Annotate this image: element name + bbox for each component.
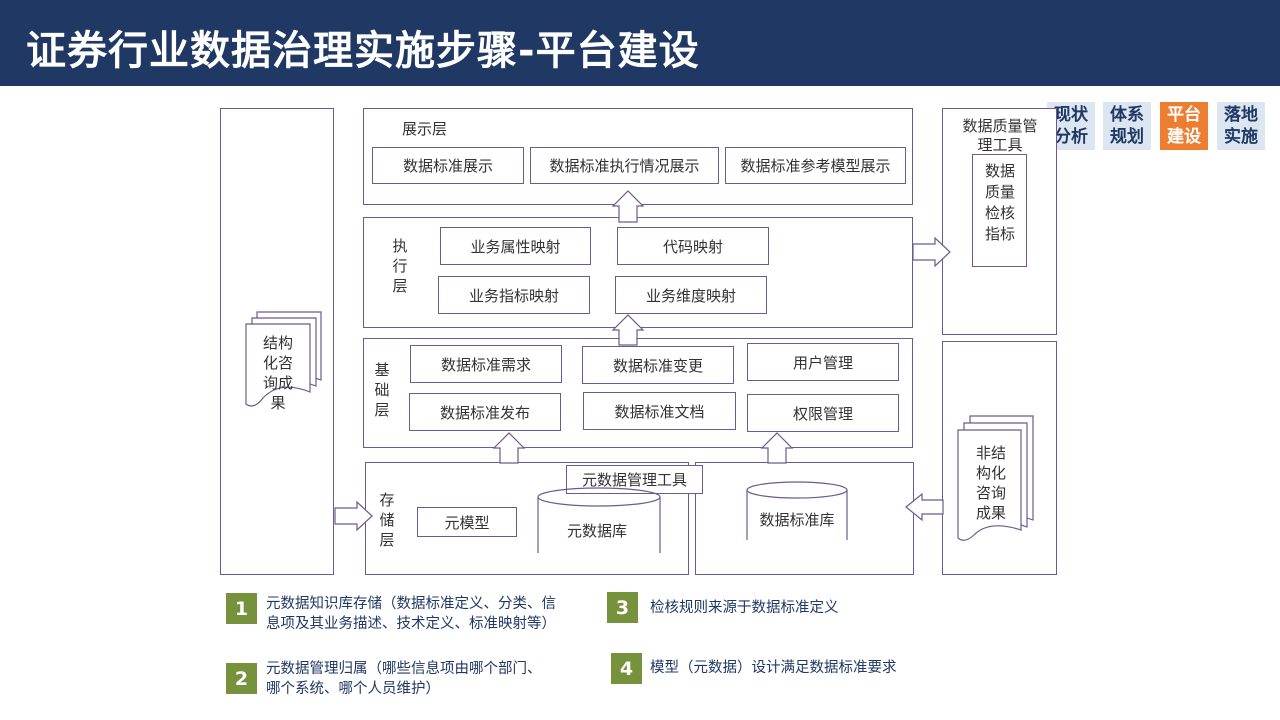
arrow-left-unstructured-storage xyxy=(905,492,944,522)
standard-db-panel xyxy=(695,462,914,575)
note-badge: 1 xyxy=(226,593,257,624)
base-item: 数据标准变更 xyxy=(582,346,734,384)
quality-indicator-box xyxy=(972,154,1027,267)
nav-step-platform-construction[interactable]: 平台 建设 xyxy=(1160,102,1208,150)
nav-label-line2: 建设 xyxy=(1167,127,1201,147)
nav-label-line1: 现状 xyxy=(1054,105,1088,125)
base-item: 权限管理 xyxy=(747,394,899,432)
nav-step-implementation[interactable]: 落地 实施 xyxy=(1217,102,1265,150)
nav-label-line1: 落地 xyxy=(1224,105,1258,125)
base-item: 数据标准发布 xyxy=(409,393,561,431)
exec-item: 业务维度映射 xyxy=(615,276,767,314)
nav-label-line1: 平台 xyxy=(1167,105,1201,125)
standard-db-label: 数据标准库 xyxy=(759,511,835,529)
note-line: 元数据管理归属（哪些信息项由哪个部门、 xyxy=(266,661,542,677)
note-line: 息项及其业务描述、技术定义、标准映射等） xyxy=(266,616,556,632)
quality-tool-label: 数据质量管理工具 xyxy=(962,117,1038,154)
title-bar: 证券行业数据治理实施步骤-平台建设 xyxy=(0,0,1280,86)
meta-model-box: 元模型 xyxy=(417,507,517,537)
exec-item: 代码映射 xyxy=(617,227,769,265)
structured-document-icon xyxy=(245,311,322,407)
quality-indicator-label: 数据质量检核指标 xyxy=(984,162,1015,243)
base-item: 用户管理 xyxy=(747,343,899,381)
std-db-cylinder xyxy=(746,481,848,540)
nav-label-line1: 体系 xyxy=(1110,105,1144,125)
display-layer-label: 展示层 xyxy=(402,120,448,138)
exec-layer-label: 执行层 xyxy=(392,237,408,295)
storage-layer-label: 存储层 xyxy=(379,491,395,549)
nav-label-line2: 分析 xyxy=(1054,127,1088,147)
unstructured-results-label: 非结构化咨询成果 xyxy=(975,444,1006,522)
meta-db-cylinder xyxy=(537,487,661,553)
display-item: 数据标准展示 xyxy=(372,147,524,184)
nav-label-line2: 规划 xyxy=(1110,127,1144,147)
exec-item: 业务指标映射 xyxy=(438,276,590,314)
note-line: 元数据知识库存储（数据标准定义、分类、信 xyxy=(266,596,556,612)
display-item: 数据标准执行情况展示 xyxy=(530,147,719,184)
note-text: 元数据管理归属（哪些信息项由哪个部门、 哪个系统、哪个人员维护） xyxy=(266,659,542,699)
exec-item: 业务属性映射 xyxy=(440,227,591,265)
structured-results-label: 结构化咨询成果 xyxy=(262,334,293,412)
arrow-up-base-exec xyxy=(611,314,645,346)
arrow-up-storage-base-left xyxy=(492,432,526,464)
note-line: 哪个系统、哪个人员维护） xyxy=(266,681,440,697)
unstructured-document-icon xyxy=(957,415,1034,541)
meta-db-label: 元数据库 xyxy=(567,522,628,540)
note-badge: 4 xyxy=(611,653,642,684)
page-title: 证券行业数据治理实施步骤-平台建设 xyxy=(26,28,700,74)
nav-label-line2: 实施 xyxy=(1224,127,1258,147)
note-badge: 2 xyxy=(226,663,257,694)
base-item: 数据标准文档 xyxy=(583,392,736,430)
note-text: 元数据知识库存储（数据标准定义、分类、信 息项及其业务描述、技术定义、标准映射等… xyxy=(266,594,556,634)
arrow-up-exec-display xyxy=(611,190,645,223)
note-badge: 3 xyxy=(607,592,638,623)
base-item: 数据标准需求 xyxy=(410,345,562,383)
arrow-right-structured-storage xyxy=(334,500,373,532)
arrow-right-exec-quality xyxy=(912,236,951,268)
base-layer-label: 基础层 xyxy=(374,361,390,419)
display-item: 数据标准参考模型展示 xyxy=(725,147,906,184)
note-text: 模型（元数据）设计满足数据标准要求 xyxy=(650,660,897,676)
note-text: 检核规则来源于数据标准定义 xyxy=(650,600,839,616)
nav-step-system-planning[interactable]: 体系 规划 xyxy=(1103,102,1151,150)
arrow-up-storage-base-right xyxy=(760,432,794,464)
